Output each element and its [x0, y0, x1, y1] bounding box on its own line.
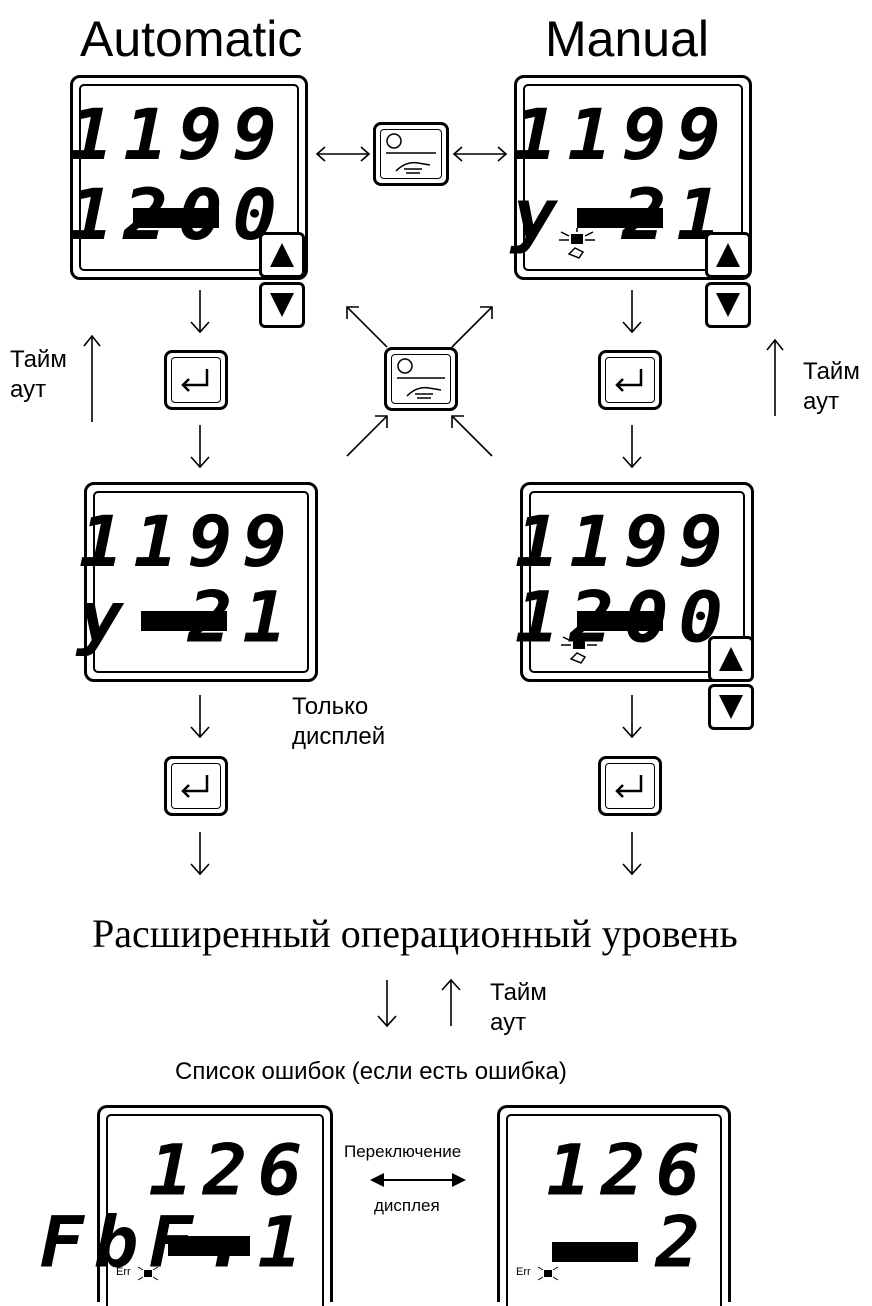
status-bar: [133, 208, 219, 228]
up-arrow-icon: [83, 334, 101, 422]
display-error-right: 126 2 Err: [497, 1105, 731, 1306]
display-line1: 1199: [78, 501, 297, 583]
down-key[interactable]: [705, 282, 751, 328]
up-arrow-icon: [441, 978, 461, 1026]
status-bar: [577, 208, 663, 228]
diagonal-arrow-icon: [346, 306, 388, 348]
triangle-down-icon: [719, 695, 743, 719]
down-key[interactable]: [708, 684, 754, 730]
display-only-label: Только дисплей: [292, 693, 386, 750]
down-arrow-icon: [190, 695, 210, 739]
up-arrow-icon: [766, 338, 784, 416]
error-indicator-label: Err: [116, 1266, 131, 1278]
display-line2: 2: [655, 1202, 710, 1284]
auto-manual-hand-icon: [386, 133, 436, 174]
up-key[interactable]: [259, 232, 305, 278]
manual-mode-indicator-icon: [561, 633, 597, 664]
bidirectional-arrow-icon: [452, 146, 508, 162]
down-arrow-icon: [622, 425, 642, 469]
automatic-title: Automatic: [80, 11, 303, 67]
timeout-label-right: Тайм аут: [803, 358, 860, 415]
down-arrow-icon: [622, 695, 642, 739]
up-key[interactable]: [705, 232, 751, 278]
extended-level-label: Расширенный операционный уровень: [92, 911, 738, 956]
down-key[interactable]: [259, 282, 305, 328]
auto-manual-key[interactable]: [373, 122, 449, 186]
display-error-left: 126 FbF.1 Err: [39, 1105, 333, 1306]
enter-arrow-icon: [181, 369, 209, 392]
display-manual-bottom: 1199 1200: [515, 482, 754, 682]
triangle-down-icon: [716, 293, 740, 317]
status-bar: [577, 611, 663, 631]
display-line1: 126: [148, 1130, 312, 1212]
diagonal-arrow-icon: [451, 415, 493, 457]
up-key[interactable]: [708, 636, 754, 682]
bidirectional-arrow-icon: [315, 146, 371, 162]
status-bar: [168, 1236, 250, 1256]
error-blink-icon: [137, 1266, 159, 1281]
down-arrow-icon: [622, 832, 642, 876]
display-switch-label-bottom: дисплея: [374, 1196, 440, 1215]
enter-key[interactable]: [164, 756, 228, 816]
error-indicator-label: Err: [516, 1266, 531, 1278]
display-line1: 126: [546, 1130, 710, 1212]
triangle-up-icon: [270, 243, 294, 267]
manual-mode-indicator-icon: [559, 228, 595, 259]
down-arrow-icon: [622, 290, 642, 334]
display-auto-top: 1199 1200: [68, 75, 308, 280]
down-arrow-icon: [377, 980, 397, 1028]
triangle-up-icon: [719, 647, 743, 671]
enter-key[interactable]: [598, 350, 662, 410]
triangle-up-icon: [716, 243, 740, 267]
enter-key[interactable]: [164, 350, 228, 410]
display-line1: 1199: [512, 94, 731, 176]
enter-key[interactable]: [598, 756, 662, 816]
diagonal-arrow-icon: [346, 415, 388, 457]
enter-arrow-icon: [615, 369, 643, 392]
bidirectional-arrow-icon: [370, 1173, 466, 1187]
manual-title: Manual: [545, 11, 709, 67]
diagonal-arrow-icon: [451, 306, 493, 348]
display-line1: 1199: [68, 94, 287, 176]
status-bar: [552, 1242, 638, 1262]
triangle-down-icon: [270, 293, 294, 317]
timeout-label-bottom: Тайм аут: [490, 979, 547, 1036]
enter-arrow-icon: [181, 775, 209, 798]
auto-manual-hand-icon: [397, 358, 445, 399]
error-blink-icon: [537, 1266, 559, 1281]
error-list-label: Список ошибок (если есть ошибка): [175, 1058, 567, 1085]
display-auto-bottom: 1199 y 21: [79, 482, 318, 682]
down-arrow-icon: [190, 290, 210, 334]
down-arrow-icon: [190, 832, 210, 876]
display-switch-label-top: Переключение: [344, 1142, 462, 1161]
status-bar: [141, 611, 227, 631]
timeout-label-left: Тайм аут: [10, 346, 67, 403]
auto-manual-key-center[interactable]: [384, 347, 458, 411]
down-arrow-icon: [190, 425, 210, 469]
display-line1: 1199: [514, 501, 733, 583]
enter-arrow-icon: [615, 775, 643, 798]
